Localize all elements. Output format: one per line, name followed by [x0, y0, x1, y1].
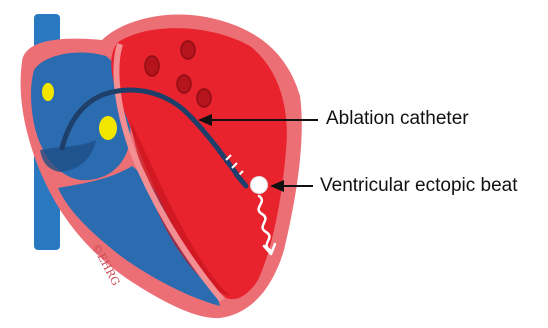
pulmonary-vein-opening: [177, 75, 191, 93]
sinus-node: [42, 83, 54, 101]
label-ventricular-ectopic-beat: Ventricular ectopic beat: [320, 176, 518, 195]
ectopic-focus-icon: [251, 177, 268, 194]
pulmonary-vein-opening: [181, 41, 195, 59]
pulmonary-vein-opening: [197, 89, 211, 107]
label-ablation-catheter: Ablation catheter: [326, 109, 469, 128]
av-node: [99, 116, 117, 140]
pulmonary-vein-opening: [145, 56, 159, 76]
